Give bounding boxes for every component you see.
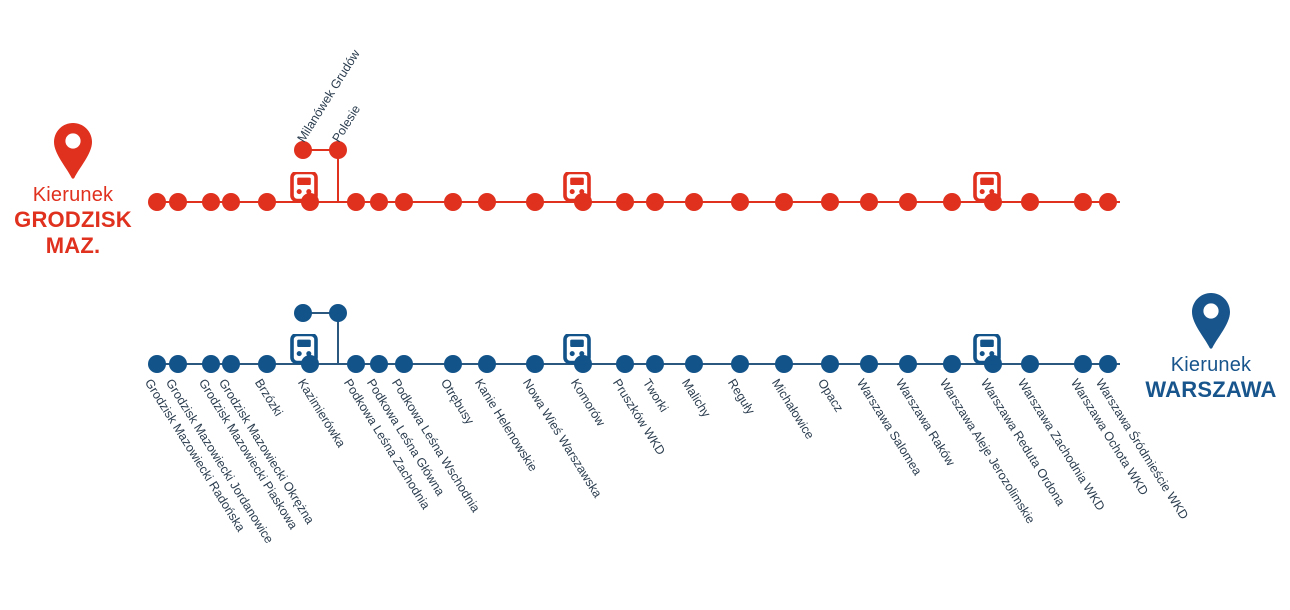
station-dot[interactable] — [347, 355, 365, 373]
track-branch — [303, 149, 338, 151]
station-label: Michałowice — [768, 376, 817, 442]
train-icon — [562, 332, 592, 373]
station-dot[interactable] — [148, 193, 166, 211]
station-dot[interactable] — [169, 355, 187, 373]
station-dot[interactable] — [646, 355, 664, 373]
station-dot[interactable] — [616, 193, 634, 211]
station-label: Brzózki — [251, 376, 286, 419]
station-label: Reguły — [724, 376, 758, 417]
station-dot[interactable] — [202, 193, 220, 211]
station-label: Komorów — [567, 376, 608, 429]
station-dot[interactable] — [646, 193, 664, 211]
track-main — [150, 363, 1120, 365]
direction-kierunek-label: Kierunek — [1170, 354, 1252, 376]
direction-name-line1: GRODZISK — [14, 207, 132, 232]
station-dot[interactable] — [731, 355, 749, 373]
station-dot[interactable] — [685, 193, 703, 211]
map-pin-icon — [51, 122, 95, 180]
station-dot[interactable] — [1074, 355, 1092, 373]
station-dot[interactable] — [444, 193, 462, 211]
track-branch — [303, 312, 338, 314]
branch-station-dot[interactable] — [294, 141, 312, 159]
branch-station-label: Polesie — [329, 102, 364, 145]
station-dot[interactable] — [169, 193, 187, 211]
track-branch-connector — [337, 313, 339, 364]
station-dot[interactable] — [258, 193, 276, 211]
branch-station-dot[interactable] — [329, 141, 347, 159]
station-dot[interactable] — [370, 355, 388, 373]
direction-kierunek-label: Kierunek — [32, 184, 114, 206]
station-dot[interactable] — [1021, 193, 1039, 211]
station-dot[interactable] — [685, 355, 703, 373]
station-dot[interactable] — [943, 193, 961, 211]
station-dot[interactable] — [860, 193, 878, 211]
train-icon — [972, 170, 1002, 211]
track-branch-connector — [337, 150, 339, 202]
station-dot[interactable] — [395, 355, 413, 373]
station-dot[interactable] — [526, 355, 544, 373]
station-dot[interactable] — [943, 355, 961, 373]
station-dot[interactable] — [370, 193, 388, 211]
track-main — [150, 201, 1120, 203]
station-dot[interactable] — [899, 193, 917, 211]
train-icon — [289, 332, 319, 373]
station-dot[interactable] — [1099, 355, 1117, 373]
branch-station-dot[interactable] — [329, 304, 347, 322]
branch-station-label: Milanówek Grudów — [294, 47, 363, 145]
station-dot[interactable] — [1099, 193, 1117, 211]
direction-warszawa: Kierunek WARSZAWA — [1136, 292, 1286, 403]
direction-grodzisk: Kierunek GRODZISK MAZ. — [8, 122, 138, 260]
train-icon — [289, 170, 319, 211]
station-dot[interactable] — [821, 193, 839, 211]
train-icon — [562, 170, 592, 211]
direction-name-line1: WARSZAWA — [1145, 377, 1277, 402]
station-dot[interactable] — [731, 193, 749, 211]
direction-name-line2: MAZ. — [45, 233, 101, 259]
station-dot[interactable] — [775, 355, 793, 373]
station-dot[interactable] — [347, 193, 365, 211]
station-dot[interactable] — [148, 355, 166, 373]
station-label: Tworki — [639, 376, 671, 415]
station-dot[interactable] — [1021, 355, 1039, 373]
station-dot[interactable] — [202, 355, 220, 373]
station-dot[interactable] — [616, 355, 634, 373]
station-label: Otrębusy — [437, 376, 477, 427]
station-dot[interactable] — [899, 355, 917, 373]
station-label: Opacz — [814, 376, 846, 415]
station-dot[interactable] — [860, 355, 878, 373]
station-dot[interactable] — [444, 355, 462, 373]
station-dot[interactable] — [478, 193, 496, 211]
station-dot[interactable] — [526, 193, 544, 211]
station-dot[interactable] — [222, 193, 240, 211]
station-label: Malichy — [678, 376, 714, 420]
station-dot[interactable] — [775, 193, 793, 211]
branch-station-dot[interactable] — [294, 304, 312, 322]
station-dot[interactable] — [258, 355, 276, 373]
station-dot[interactable] — [821, 355, 839, 373]
station-label: Kazimierówka — [294, 376, 349, 450]
station-dot[interactable] — [395, 193, 413, 211]
train-icon — [972, 332, 1002, 373]
station-dot[interactable] — [1074, 193, 1092, 211]
station-dot[interactable] — [222, 355, 240, 373]
map-pin-icon — [1189, 292, 1233, 350]
station-dot[interactable] — [478, 355, 496, 373]
